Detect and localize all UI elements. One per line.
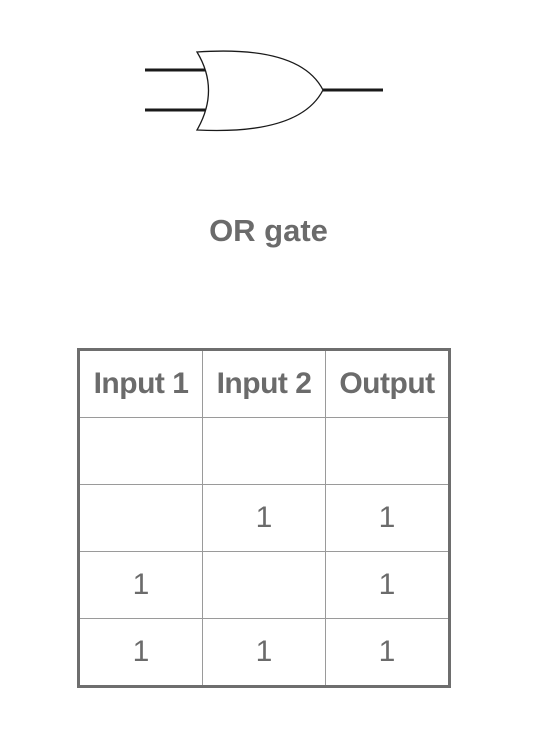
truth-table: Input 1 Input 2 Output 1 1 1 1 1 1 1 <box>77 348 451 688</box>
cell-input-2: 1 <box>202 484 326 552</box>
cell-input-1: 1 <box>78 618 203 687</box>
diagram-title: OR gate <box>209 213 328 248</box>
cell-input-2 <box>202 417 326 485</box>
cell-input-2 <box>202 551 326 619</box>
truth-table-header-row: Input 1 Input 2 Output <box>78 349 450 418</box>
or-gate-diagram <box>140 40 390 140</box>
column-header-input-1: Input 1 <box>78 349 203 418</box>
column-header-input-2: Input 2 <box>202 349 326 418</box>
cell-output: 1 <box>325 618 450 687</box>
column-header-output: Output <box>325 349 450 418</box>
table-row: 1 1 1 <box>78 618 450 687</box>
cell-output: 1 <box>325 484 450 552</box>
table-row: 1 1 <box>78 484 450 552</box>
cell-input-2: 1 <box>202 618 326 687</box>
cell-input-1 <box>78 484 203 552</box>
or-gate-icon <box>145 50 383 132</box>
or-gate-body <box>195 50 324 132</box>
cell-output <box>325 417 450 485</box>
table-row <box>78 417 450 485</box>
table-row: 1 1 <box>78 551 450 619</box>
cell-input-1: 1 <box>78 551 203 619</box>
cell-output: 1 <box>325 551 450 619</box>
cell-input-1 <box>78 417 203 485</box>
